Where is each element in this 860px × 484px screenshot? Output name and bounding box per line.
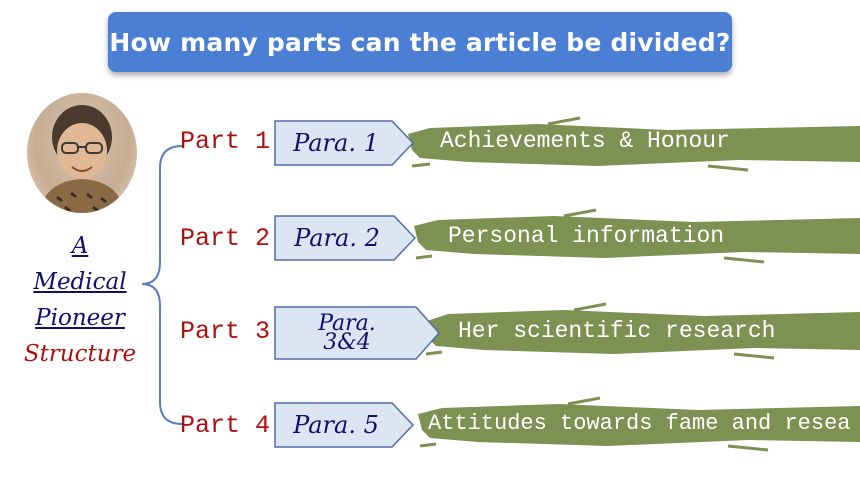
part-label-1: Part 1: [180, 127, 271, 156]
title-line-a: A: [71, 233, 89, 259]
para-text-4: Para. 5: [293, 410, 379, 439]
topic-text-4: Attitudes towards fame and resea: [428, 411, 851, 436]
topic-strip-1: [408, 116, 860, 172]
portrait-photo: [27, 93, 137, 213]
para-text-1: Para. 1: [293, 128, 379, 157]
part-label-4: Part 4: [180, 411, 271, 440]
part-label-3: Part 3: [180, 317, 271, 346]
question-text: How many parts can the article be divide…: [109, 27, 731, 57]
structure-title: A Medical Pioneer Structure: [0, 228, 160, 372]
title-line-structure: Structure: [23, 341, 137, 367]
topic-strip-2: [414, 208, 860, 264]
brace-connector: [141, 145, 183, 425]
para-box-4: Para. 5: [274, 402, 414, 448]
question-banner: How many parts can the article be divide…: [108, 12, 732, 72]
title-line-medical: Medical: [33, 269, 127, 295]
para-text-3: Para. 3&4: [318, 311, 376, 355]
topic-text-1: Achievements & Honour: [440, 128, 730, 154]
topic-strip-4: [418, 396, 860, 452]
topic-text-3: Her scientific research: [458, 318, 776, 344]
topic-text-2: Personal information: [448, 223, 725, 249]
title-line-pioneer: Pioneer: [35, 305, 125, 331]
para-box-3: Para. 3&4: [274, 306, 440, 360]
para-text-2: Para. 2: [294, 223, 380, 252]
para-box-2: Para. 2: [274, 215, 416, 261]
part-label-2: Part 2: [180, 224, 271, 253]
para-box-1: Para. 1: [274, 120, 414, 166]
topic-strip-3: [424, 302, 860, 360]
